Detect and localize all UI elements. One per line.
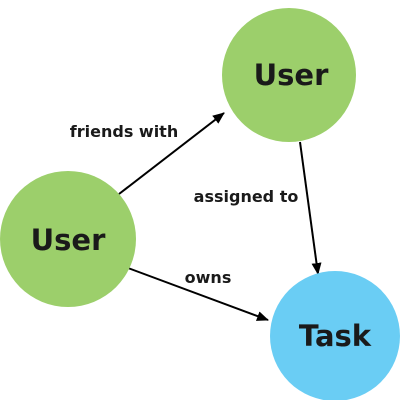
node-user-top-circle <box>222 8 356 142</box>
edge-assigned-to-label: assigned to <box>194 187 299 206</box>
node-user-left-circle <box>0 171 136 307</box>
node-task-circle <box>270 271 400 400</box>
node-user-left-label: User <box>31 223 106 257</box>
edge-owns-arrow <box>127 267 269 321</box>
edge-owns-label: owns <box>185 268 232 287</box>
node-task[interactable]: Task <box>270 271 400 400</box>
node-task-label: Task <box>299 319 372 353</box>
edge-friends-with-label: friends with <box>70 122 178 141</box>
node-user-left[interactable]: User <box>0 171 136 307</box>
edge-friends-with-arrow <box>118 112 225 195</box>
node-user-top-label: User <box>254 58 329 92</box>
node-user-top[interactable]: User <box>222 8 356 142</box>
edge-assigned-to-arrow <box>299 141 322 275</box>
